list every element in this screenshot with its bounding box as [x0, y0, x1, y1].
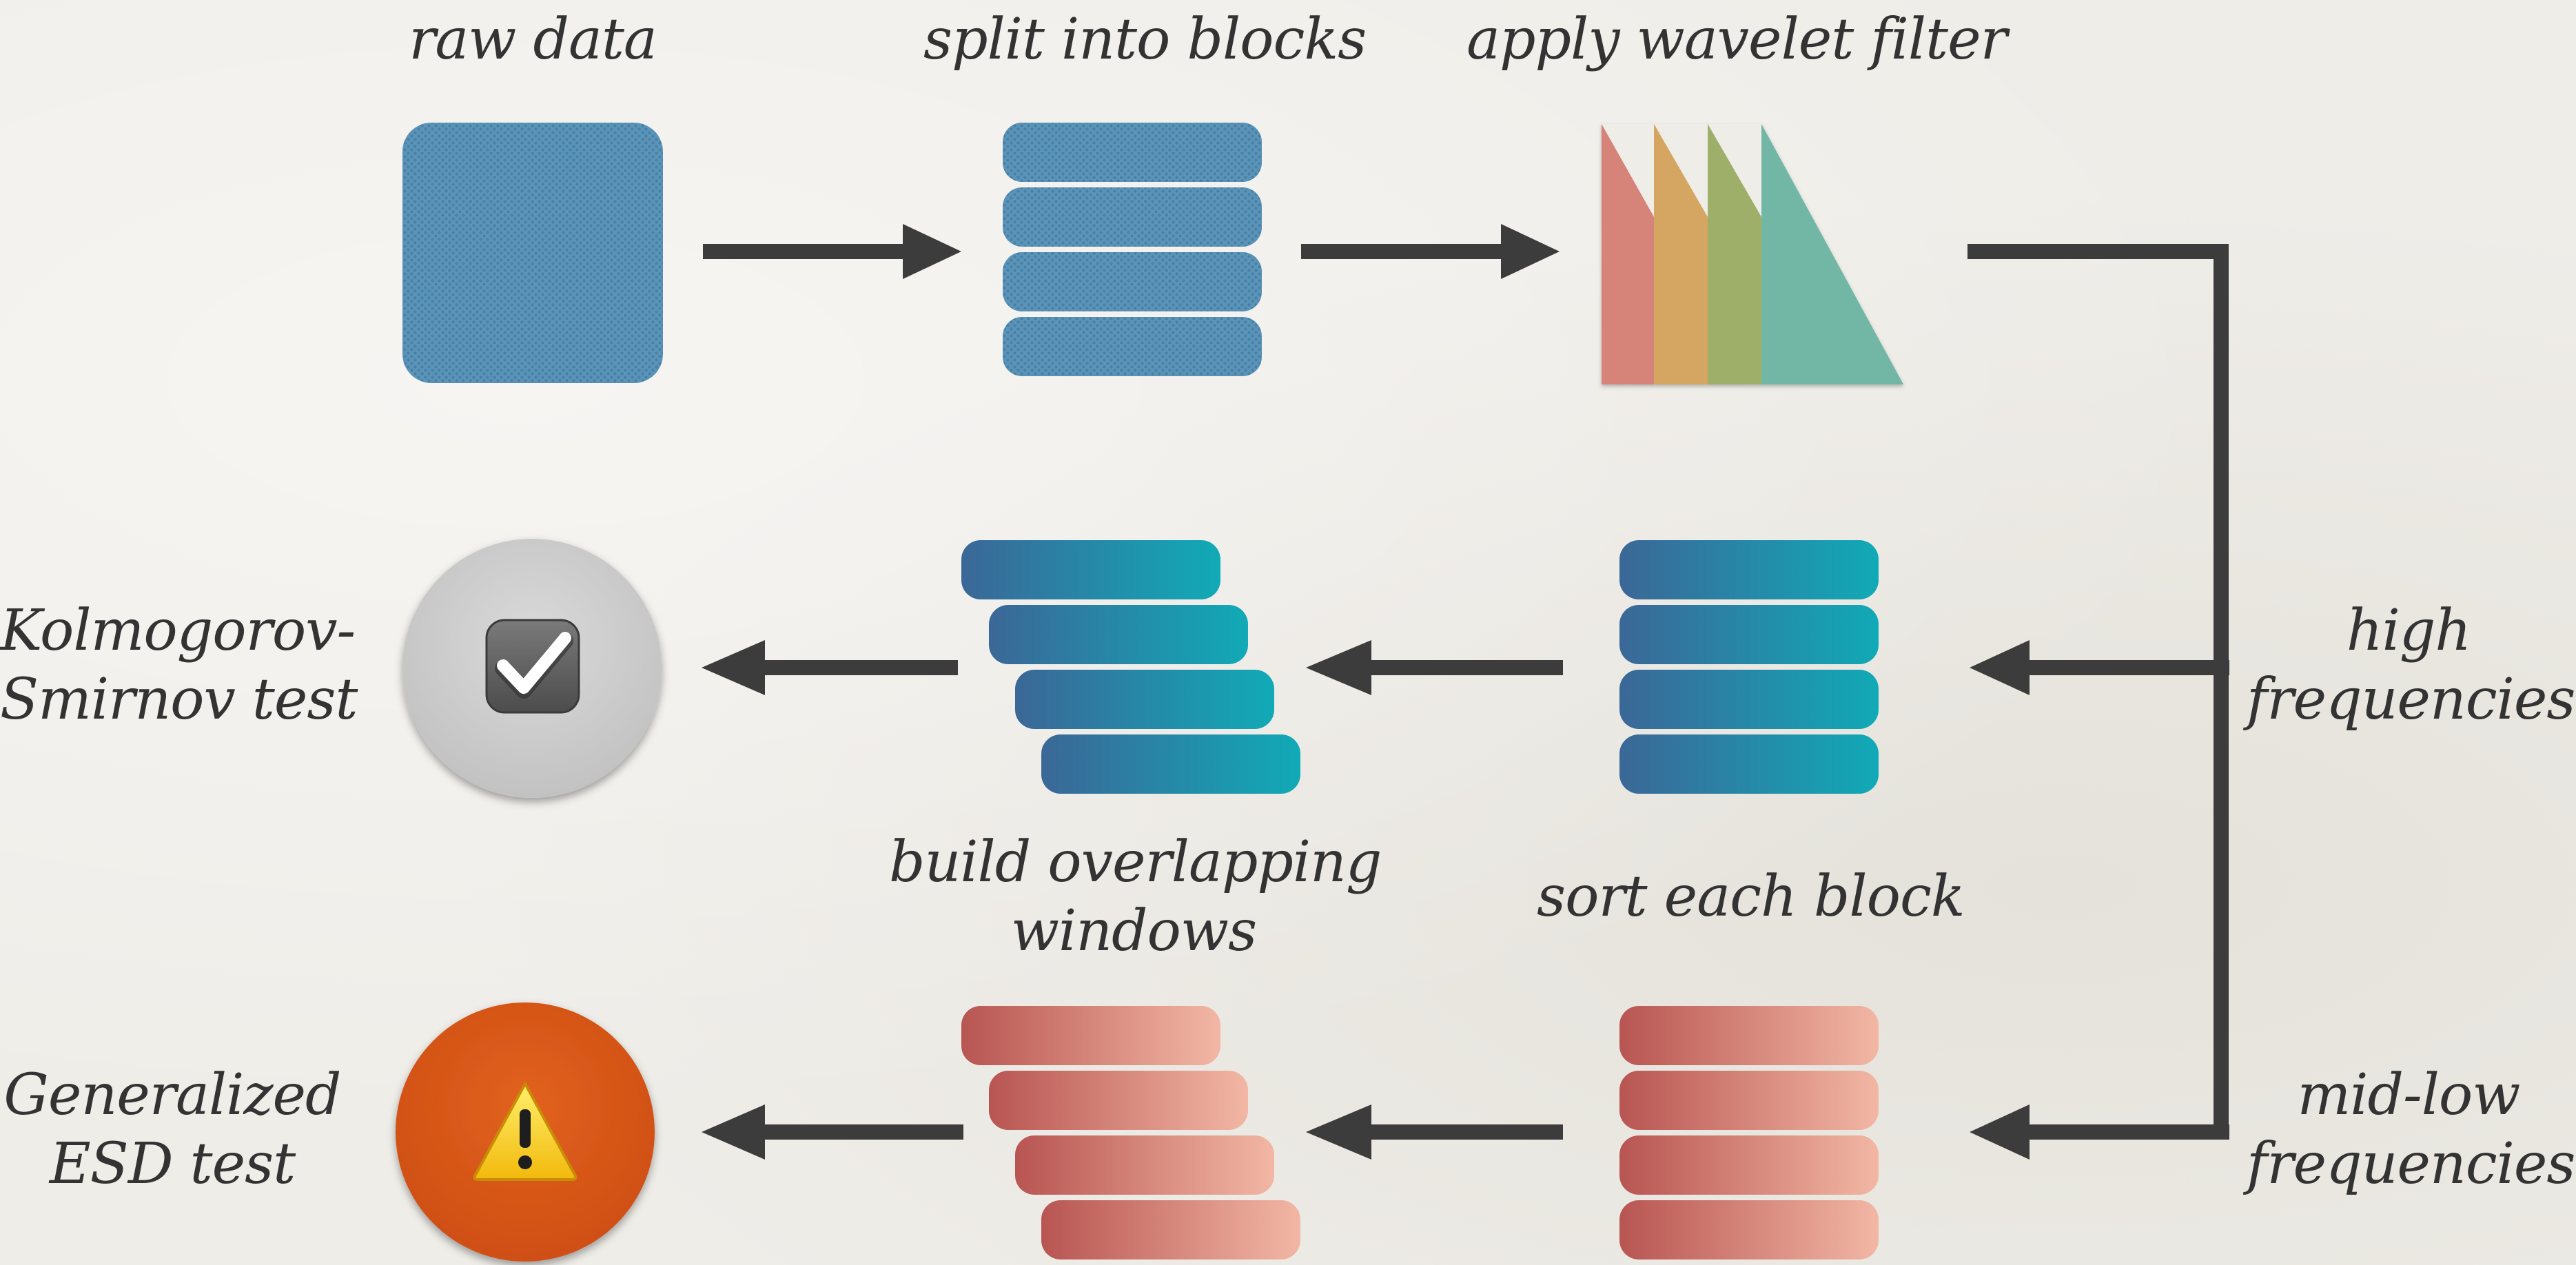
sorted-block	[1619, 734, 1879, 794]
warning-triangle-icon	[473, 1082, 577, 1181]
filter-band-3-top	[1708, 124, 1761, 384]
sorted-blocks-midlow	[1619, 1006, 1879, 1259]
window-block	[989, 605, 1248, 664]
high-frequencies-label: high frequencies	[2247, 597, 2575, 734]
raw-data-square	[402, 123, 663, 383]
split-block	[1003, 187, 1262, 247]
window-block	[1041, 734, 1300, 794]
arrow-sorted-to-windows-midlow	[1306, 1104, 1563, 1160]
filter-band-2-top	[1654, 124, 1708, 384]
split-block	[1003, 252, 1262, 311]
window-block	[961, 540, 1220, 599]
split-block	[1003, 123, 1262, 182]
ks-test-label-line1: Kolmogorov-	[0, 598, 356, 664]
mid-low-frequencies-label-line2: frequencies	[2247, 1131, 2575, 1197]
arrow-split-to-filter	[1301, 224, 1560, 279]
arrow-sorted-to-windows-high	[1306, 640, 1563, 695]
sorted-block	[1619, 540, 1879, 599]
checkbox-checked-icon	[485, 619, 580, 714]
split-into-blocks-label: split into blocks	[923, 7, 1367, 72]
esd-test-label-line1: Generalized	[3, 1062, 341, 1128]
frequency-bracket	[1967, 244, 2229, 1160]
sorted-block	[1619, 1200, 1879, 1259]
overlapping-windows-midlow	[961, 1006, 1300, 1259]
filter-band-4-top	[1761, 124, 1903, 384]
sorted-block	[1619, 1071, 1879, 1130]
arrow-windows-to-ks-test	[702, 640, 958, 695]
ks-test-label: Kolmogorov- Smirnov test	[0, 597, 358, 734]
ks-test-label-line2: Smirnov test	[0, 667, 358, 732]
build-overlapping-windows-label-line1: build overlapping	[889, 830, 1382, 895]
esd-test-label-line2: ESD test	[49, 1131, 296, 1197]
arrow-raw-to-split	[703, 224, 961, 279]
sorted-block	[1619, 1135, 1879, 1195]
sorted-block	[1619, 1006, 1879, 1065]
window-block	[1015, 670, 1274, 729]
sorted-blocks-high	[1619, 540, 1879, 794]
overlapping-windows-high	[961, 540, 1300, 794]
sorted-block	[1619, 605, 1879, 664]
mid-low-frequencies-label-line1: mid-low	[2297, 1062, 2521, 1128]
split-block	[1003, 317, 1262, 376]
sorted-block	[1619, 670, 1879, 729]
window-block	[989, 1071, 1248, 1130]
build-overlapping-windows-label: build overlapping windows	[889, 828, 1382, 966]
raw-data-label: raw data	[409, 7, 657, 72]
split-blocks	[1003, 123, 1262, 376]
filter-band-1-top	[1602, 124, 1654, 384]
build-overlapping-windows-label-line2: windows	[1010, 898, 1257, 964]
high-frequencies-label-line1: high	[2346, 598, 2471, 664]
esd-test-label: Generalized ESD test	[0, 1061, 345, 1199]
window-block	[1015, 1135, 1274, 1195]
arrow-windows-to-esd-test	[702, 1104, 963, 1160]
mid-low-frequencies-label: mid-low frequencies	[2247, 1061, 2575, 1199]
window-block	[961, 1006, 1220, 1065]
sort-each-block-label: sort each block	[1537, 864, 1965, 929]
window-block	[1041, 1200, 1300, 1259]
apply-wavelet-filter-label: apply wavelet filter	[1466, 7, 2007, 72]
high-frequencies-label-line2: frequencies	[2247, 667, 2575, 732]
